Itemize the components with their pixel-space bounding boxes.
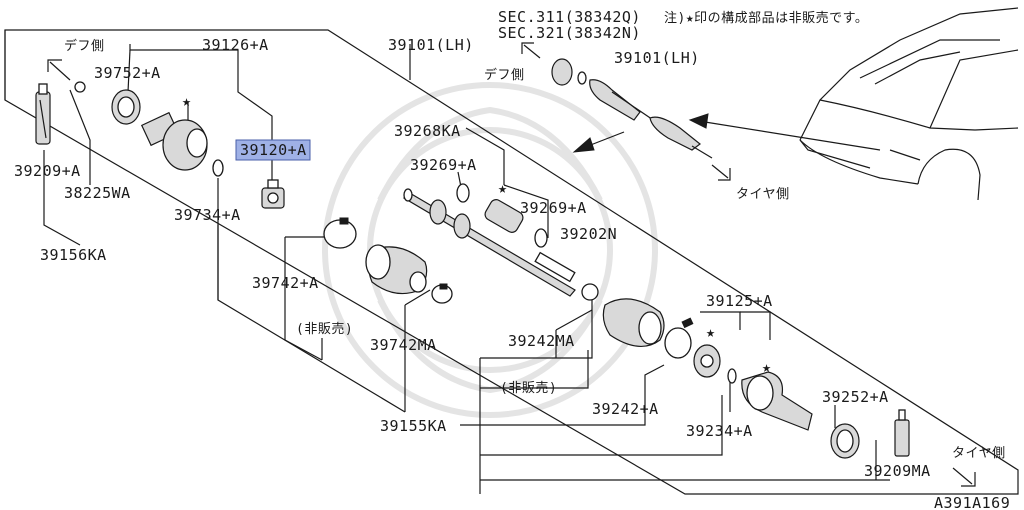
arrow-vehicle-location xyxy=(688,113,881,151)
label-39101-detail[interactable]: 39101(LH) xyxy=(614,49,700,67)
label-39202n[interactable]: 39202N xyxy=(560,225,617,243)
label-39156ka[interactable]: 39156KA xyxy=(40,246,107,264)
band-39269a-lower xyxy=(534,228,548,248)
label-39269a-upper[interactable]: 39269+A xyxy=(410,156,477,174)
label-39234a[interactable]: 39234+A xyxy=(686,422,753,440)
inner-race-39125 xyxy=(693,344,721,378)
label-39209ma[interactable]: 39209MA xyxy=(864,462,931,480)
star-mark-right-upper: ★ xyxy=(706,323,716,341)
label-tire-side-top: タイヤ側 xyxy=(736,187,790,202)
snap-ring-38225wa xyxy=(74,81,86,93)
damper-39268ka xyxy=(484,199,524,233)
circlip-39734 xyxy=(212,159,224,177)
star-mark-left: ★ xyxy=(182,92,192,110)
label-39734a[interactable]: 39734+A xyxy=(174,206,241,224)
outer-race-39126 xyxy=(140,111,208,171)
ring-39252a xyxy=(830,423,860,459)
arrow-exploded-view xyxy=(572,131,625,153)
label-39120a[interactable]: 39120+A xyxy=(240,141,307,159)
label-sec-311[interactable]: SEC.311(38342Q) xyxy=(498,8,641,26)
watermark-emblem xyxy=(322,82,658,418)
outer-joint-39211 xyxy=(741,371,813,431)
label-diff-side-left: デフ側 xyxy=(64,38,105,54)
boot-band-39242ma xyxy=(581,283,599,301)
label-39125a[interactable]: 39125+A xyxy=(706,292,773,310)
shaft-39202n xyxy=(403,188,576,297)
label-38225wa[interactable]: 38225WA xyxy=(64,184,131,202)
boot-39741-right xyxy=(602,298,665,347)
label-39155ka[interactable]: 39155KA xyxy=(380,417,447,435)
boot-band-39742a xyxy=(323,217,357,249)
vehicle-outline xyxy=(799,7,1019,201)
label-diff-side-top: デフ側 xyxy=(484,67,525,83)
arrow-tire-side-bottom xyxy=(952,467,976,487)
label-sec-321[interactable]: SEC.321(38342N) xyxy=(498,24,641,42)
label-39101-main[interactable]: 39101(LH) xyxy=(388,36,474,54)
label-not-sold-2: (非販売) xyxy=(500,380,557,396)
label-not-sold-1: (非販売) xyxy=(296,321,353,337)
detail-driveshaft xyxy=(551,58,713,159)
arrow-tire-side-top xyxy=(711,164,731,181)
label-39209a[interactable]: 39209+A xyxy=(14,162,81,180)
arrow-diff-side-top xyxy=(521,42,541,59)
boot-band-39209ma xyxy=(894,409,910,457)
figure-code: A391A169 xyxy=(934,494,1010,510)
circlip-39234 xyxy=(727,368,737,384)
boot-band-39209a xyxy=(35,83,51,145)
seal-39752 xyxy=(111,89,141,125)
label-39126a[interactable]: 39126+A xyxy=(202,36,269,54)
label-39252a[interactable]: 39252+A xyxy=(822,388,889,406)
label-39242a[interactable]: 39242+A xyxy=(592,400,659,418)
label-note: 注)★印の構成部品は非販売です。 xyxy=(664,10,868,26)
spider-39120 xyxy=(261,179,285,209)
star-mark-center: ★ xyxy=(498,179,508,197)
band-39269a-upper xyxy=(456,183,470,203)
label-39752a[interactable]: 39752+A xyxy=(94,64,161,82)
leader-lines xyxy=(43,44,890,494)
boot-39741-left xyxy=(365,244,428,295)
label-39742ma[interactable]: 39742MA xyxy=(370,336,437,354)
star-mark-right: ★ xyxy=(762,358,772,376)
label-39742a[interactable]: 39742+A xyxy=(252,274,319,292)
boot-band-39242a xyxy=(664,317,694,359)
highlight-39120 xyxy=(235,139,311,161)
label-tire-side-bottom: タイヤ側 xyxy=(952,446,1006,461)
label-39269a-lower[interactable]: 39269+A xyxy=(520,199,587,217)
label-39242ma[interactable]: 39242MA xyxy=(508,332,575,350)
arrow-diff-side-left xyxy=(47,59,71,81)
label-39268ka[interactable]: 39268KA xyxy=(394,122,461,140)
boot-band-39742ma xyxy=(431,283,453,304)
